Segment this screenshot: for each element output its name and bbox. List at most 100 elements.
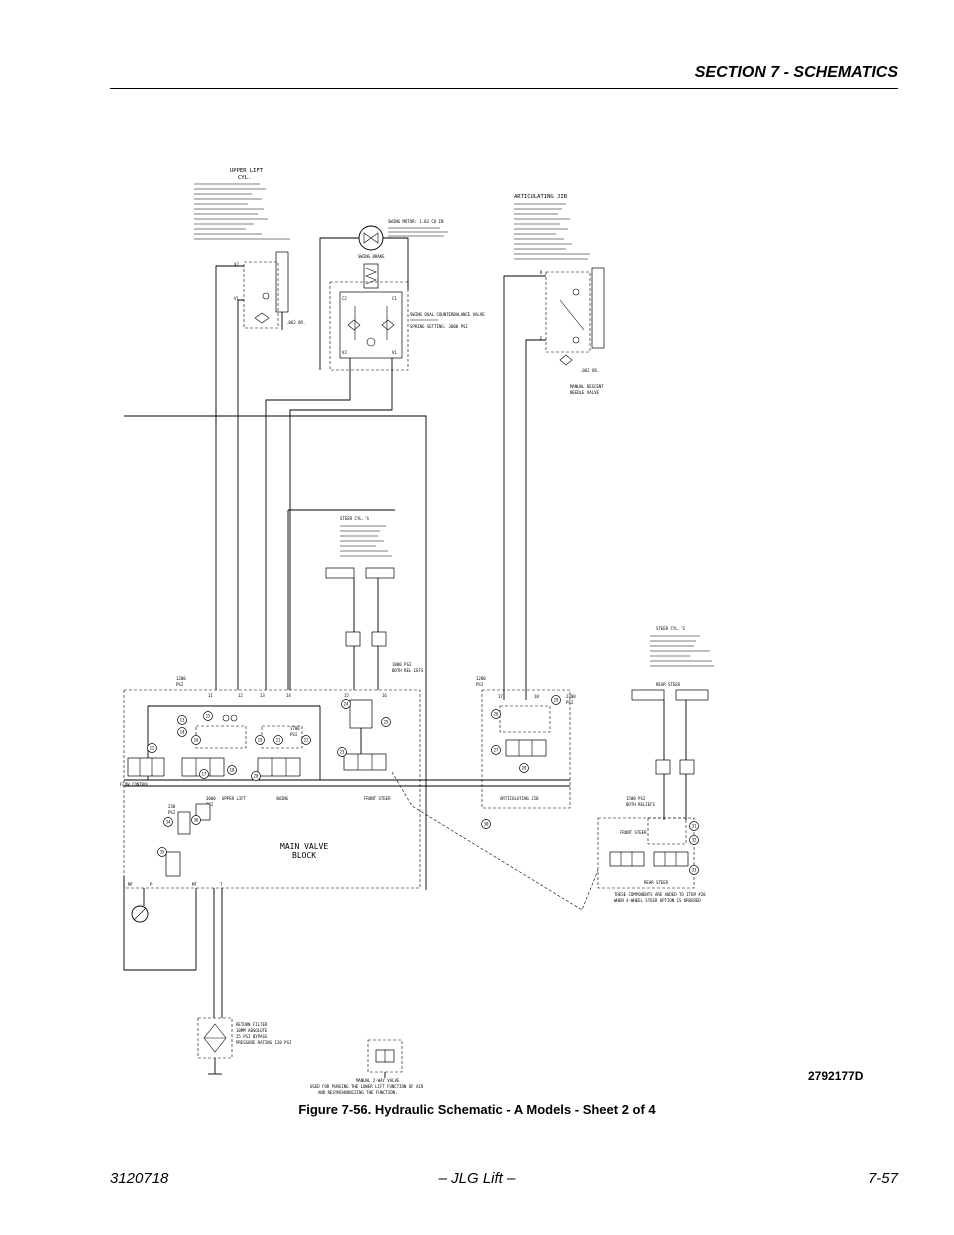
callout-number: 24: [344, 702, 349, 707]
rear-valve-front-steer: FRONT STEER: [620, 830, 647, 835]
footer-publisher: – JLG Lift –: [438, 1170, 516, 1187]
callout-circle: [381, 717, 391, 727]
callout-circle: [689, 865, 699, 875]
rear-steer-title: STEER CYL.'S: [656, 626, 685, 631]
callout-circle: [203, 711, 213, 721]
callout-number: 34: [166, 820, 171, 825]
swing-brake-label: SWING BRAKE: [358, 254, 385, 259]
callout-number: 31: [692, 824, 697, 829]
front-steer-section-label: FRONT STEER: [364, 796, 391, 801]
rear-valve-note-1: THESE COMPONENTS ARE ADDED TO ITEM #20: [614, 892, 706, 897]
callout-number: 35: [160, 850, 165, 855]
trunk-lines: [124, 415, 427, 890]
callout-number: 26: [494, 712, 499, 717]
callout-number: 18: [230, 768, 235, 773]
callout-circle: [157, 847, 167, 857]
manual-valve-line-3: AND RESYNCHRONIZING THE FUNCTION.: [318, 1090, 397, 1095]
jib-port-r: R: [540, 270, 543, 275]
figure-caption: Figure 7-56. Hydraulic Schematic - A Mod…: [298, 1102, 656, 1117]
swing-port-c1: C1: [392, 296, 397, 301]
drawing-number: 2792177D: [808, 1069, 864, 1083]
flow-control-label: FLOW CONTROL: [120, 782, 149, 787]
jib-port-e: E: [540, 336, 543, 341]
main-valve-label-2: BLOCK: [292, 851, 316, 860]
pressure-both: BOTH REL IEFS: [392, 668, 424, 673]
callout-number: 16: [194, 738, 199, 743]
jib-pressure-2300: 2300: [566, 694, 576, 699]
filter-line-2: 10MM ABSOLUTE: [236, 1028, 268, 1033]
rear-steer-label: REAR STEER: [656, 682, 681, 687]
pressure-1800: 1800 PSI: [392, 662, 412, 667]
jib-pressure-1200: 1200: [476, 676, 486, 681]
swing-port-c2: C2: [342, 296, 347, 301]
rear-valve-pressure-note: BOTH RELIEFS: [626, 802, 655, 807]
callout-circle: [163, 817, 173, 827]
upper-lift-port-v1: V1: [234, 296, 239, 301]
callout-number: 21: [276, 738, 281, 743]
callout-number: 20: [254, 774, 259, 779]
filter-line-4: PRESSURE RATING 120 PSI: [236, 1040, 292, 1045]
callout-circle: [273, 735, 283, 745]
callout-circle: [147, 743, 157, 753]
jib-orifice: .062 OR.: [580, 368, 599, 373]
callout-circle: [337, 747, 347, 757]
callout-number: 33: [692, 868, 697, 873]
port-15: 15: [344, 693, 349, 698]
psi-1200-main: PSI: [176, 682, 184, 687]
callout-number: 27: [494, 748, 499, 753]
callout-circle: [177, 727, 187, 737]
jib-needle-1: MANUAL DESCENT: [570, 384, 604, 389]
filter-line-3: 25 PSI BYPASS: [236, 1034, 268, 1039]
callout-number: 14: [180, 730, 185, 735]
swing-assembly: SWING MOTOR: 1.83 CU IN SWING BRAKE C2 C…: [265, 219, 485, 690]
callout-circle: [341, 699, 351, 709]
pressure-1200-main: 1200: [176, 676, 186, 681]
callout-circle: [689, 821, 699, 831]
filter-line-1: RETURN FILTER: [236, 1022, 268, 1027]
footer-page-number: 7-57: [867, 1170, 898, 1187]
main-valve-label-1: MAIN VALVE: [280, 842, 328, 851]
callout-circle: [191, 735, 201, 745]
callout-number: 15: [206, 714, 211, 719]
swing-section-label: SWING: [276, 796, 289, 801]
jib-port-18: 18: [534, 694, 539, 699]
pressure-1700: 1700: [290, 726, 300, 731]
jib-title: ARTICULATING JIB: [514, 194, 568, 200]
swing-valve-spec: SPRING SETTING: 3000 PSI: [410, 324, 468, 329]
main-valve-block: 1200 PSI 11 12 13 14 15 16 1700 PSI FLOW…: [120, 676, 421, 1018]
upper-lift-subtitle: CYL.: [238, 175, 251, 181]
rear-valve-rear-steer: REAR STEER: [644, 880, 669, 885]
pressure-3000: 3000: [206, 796, 216, 801]
callout-number: 12: [150, 746, 155, 751]
callout-number: 23: [340, 750, 345, 755]
footer-doc-number: 3120718: [110, 1170, 169, 1187]
callout-number: 13: [180, 718, 185, 723]
header-rule: [110, 88, 898, 89]
port-13: 13: [260, 693, 265, 698]
upper-lift-title: UPPER LIFT: [230, 168, 264, 174]
callout-number: 19: [258, 738, 263, 743]
callout-number: 28: [522, 766, 527, 771]
callout-circle: [255, 735, 265, 745]
port-t: T: [220, 882, 223, 887]
port-16: 16: [382, 693, 387, 698]
upper-lift-cylinder: UPPER LIFT CYL. V2 V1 .062 OR.: [194, 168, 305, 420]
swing-motor-spec: SWING MOTOR: 1.83 CU IN: [388, 219, 444, 224]
callout-circle: [551, 695, 561, 705]
callout-circle: [191, 815, 201, 825]
front-steer-title: STEER CYL.'S: [340, 516, 369, 521]
callout-number: 25: [384, 720, 389, 725]
rear-steer-cylinders: STEER CYL.'S REAR STEER: [631, 626, 714, 820]
swing-port-v2: V2: [342, 350, 347, 355]
jib-port-17: 17: [498, 694, 503, 699]
manual-valve-line-2: USED FOR PURGING THE LOWER LIFT FUNCTION…: [310, 1084, 424, 1089]
callout-circle: [251, 771, 261, 781]
callout-number: 29: [554, 698, 559, 703]
upper-lift-orifice: .062 OR.: [286, 320, 305, 325]
articulating-jib-cylinder: ARTICULATING JIB R E .062 OR. MANUAL DES…: [503, 194, 605, 700]
callout-circle: [689, 835, 699, 845]
port-12: 12: [238, 693, 243, 698]
callout-circle: [199, 769, 209, 779]
